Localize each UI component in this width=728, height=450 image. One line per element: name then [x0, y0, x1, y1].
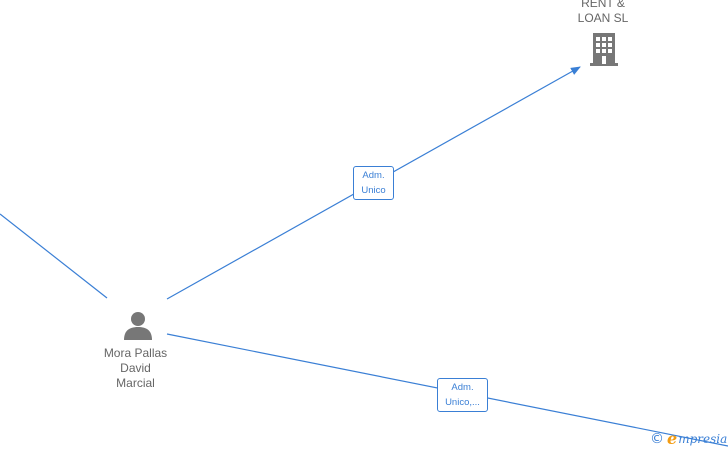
brand-initial: e	[667, 429, 678, 448]
edge-label-adm-unico[interactable]: Adm. Unico	[353, 166, 394, 200]
building-icon[interactable]	[587, 31, 621, 67]
edge-line-offscreen-to-person	[0, 213, 108, 299]
edge-label-adm-unico-more[interactable]: Adm. Unico,...	[437, 378, 488, 412]
copyright-symbol: ©	[650, 431, 664, 447]
empresia-watermark: © e mpresia	[650, 429, 727, 449]
person-node-label[interactable]: Mora Pallas David Marcial	[103, 346, 168, 390]
person-icon[interactable]	[121, 311, 155, 341]
brand-name: mpresia	[678, 432, 728, 446]
company-node-label[interactable]: RENT & LOAN SL	[577, 0, 629, 25]
